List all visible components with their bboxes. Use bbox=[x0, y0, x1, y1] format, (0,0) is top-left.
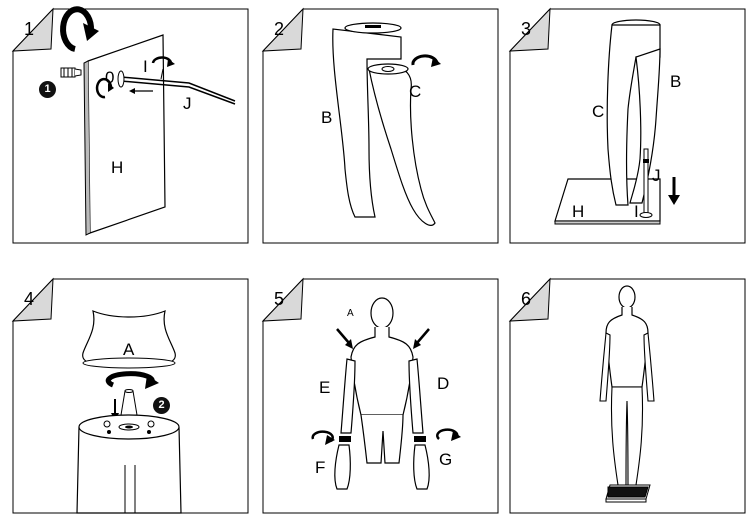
step-1-illustration bbox=[11, 6, 249, 244]
label-h: H bbox=[572, 202, 585, 221]
label-g: G bbox=[439, 450, 453, 469]
label-j: J bbox=[183, 94, 192, 113]
step-5-illustration bbox=[261, 277, 499, 514]
step-3-panel: 3 C B J I H bbox=[508, 7, 746, 244]
step-5-panel: 5 A E D F G bbox=[261, 277, 499, 514]
label-f: F bbox=[315, 458, 326, 477]
step-number: 2 bbox=[274, 19, 285, 39]
label-b: B bbox=[321, 108, 333, 127]
label-d: D bbox=[437, 374, 450, 393]
label-i: I bbox=[143, 57, 148, 76]
step-number: 4 bbox=[24, 289, 35, 309]
label-b: B bbox=[670, 72, 682, 91]
step-4-panel: 4 A 2 bbox=[11, 277, 249, 514]
step-2-panel: 2 B C bbox=[261, 7, 499, 244]
label-j: J bbox=[652, 166, 661, 185]
step-number: 1 bbox=[24, 19, 35, 39]
step-number: 6 bbox=[521, 289, 532, 309]
step-number: 5 bbox=[274, 289, 285, 309]
label-c: C bbox=[592, 102, 605, 121]
step-4-illustration bbox=[11, 277, 249, 514]
step-3-illustration bbox=[508, 7, 746, 244]
step-1-panel: 1 1 0 I J H bbox=[11, 6, 249, 244]
step-badge: 1 bbox=[39, 81, 56, 98]
screw-icon bbox=[60, 67, 82, 78]
step-6-panel: 6 bbox=[508, 277, 746, 514]
step-badge: 2 bbox=[153, 397, 170, 414]
label-h: H bbox=[111, 158, 124, 177]
step-6-illustration bbox=[508, 277, 746, 514]
label-o: 0 bbox=[105, 68, 115, 87]
label-e: E bbox=[319, 378, 331, 397]
label-i: I bbox=[634, 202, 639, 221]
label-a: A bbox=[123, 340, 135, 359]
step-2-illustration bbox=[261, 7, 499, 244]
label-a: A bbox=[347, 308, 354, 319]
rotate-arrow-icon bbox=[60, 6, 99, 52]
step-number: 3 bbox=[521, 19, 532, 39]
label-c: C bbox=[409, 82, 422, 101]
